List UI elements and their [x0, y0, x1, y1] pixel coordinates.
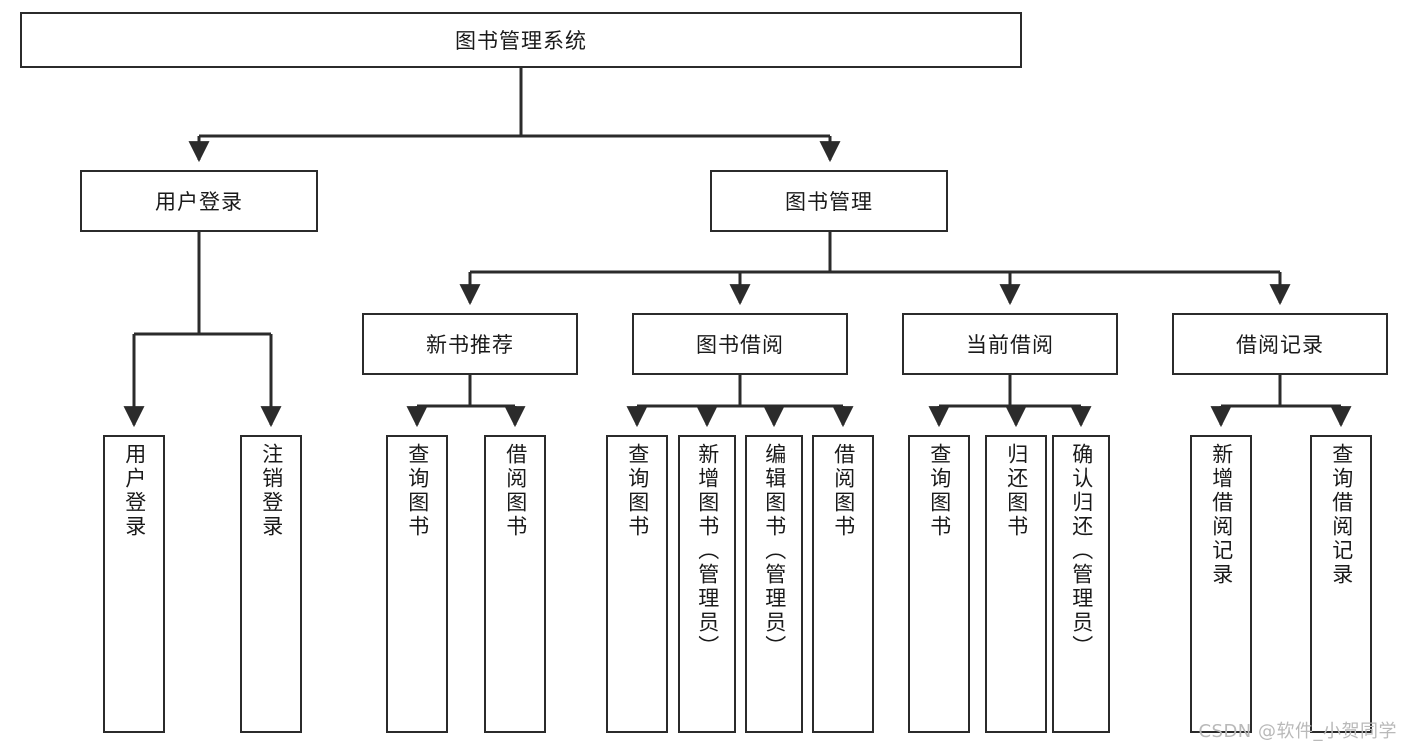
- node-book-borrow[interactable]: 图书借阅: [632, 313, 848, 375]
- node-leaf-return-book-label: 归还图书: [1004, 443, 1029, 539]
- node-current-borrow-label: 当前借阅: [966, 333, 1054, 357]
- node-borrow-record[interactable]: 借阅记录: [1172, 313, 1388, 375]
- node-leaf-add-book-label: 新增图书（管理员）: [695, 443, 720, 659]
- node-leaf-borrow-book-1[interactable]: 借阅图书: [484, 435, 546, 733]
- node-user-login-label: 用户登录: [155, 190, 243, 214]
- node-root-label: 图书管理系统: [455, 29, 587, 53]
- node-leaf-return-book[interactable]: 归还图书: [985, 435, 1047, 733]
- node-leaf-query-record-label: 查询借阅记录: [1329, 443, 1354, 587]
- node-new-book-recommend-label: 新书推荐: [426, 333, 514, 357]
- node-leaf-add-record-label: 新增借阅记录: [1209, 443, 1234, 587]
- node-leaf-query-book-1-label: 查询图书: [405, 443, 430, 539]
- node-leaf-confirm-return-label: 确认归还（管理员）: [1069, 443, 1094, 659]
- node-leaf-user-logout-label: 注销登录: [259, 443, 284, 539]
- node-book-borrow-label: 图书借阅: [696, 333, 784, 357]
- node-leaf-edit-book[interactable]: 编辑图书（管理员）: [745, 435, 803, 733]
- node-leaf-query-record[interactable]: 查询借阅记录: [1310, 435, 1372, 733]
- node-leaf-query-book-3[interactable]: 查询图书: [908, 435, 970, 733]
- node-current-borrow[interactable]: 当前借阅: [902, 313, 1118, 375]
- node-leaf-query-book-3-label: 查询图书: [927, 443, 952, 539]
- node-book-manage[interactable]: 图书管理: [710, 170, 948, 232]
- node-leaf-borrow-book-2-label: 借阅图书: [831, 443, 856, 539]
- node-leaf-user-logout[interactable]: 注销登录: [240, 435, 302, 733]
- node-leaf-query-book-1[interactable]: 查询图书: [386, 435, 448, 733]
- node-user-login[interactable]: 用户登录: [80, 170, 318, 232]
- node-leaf-edit-book-label: 编辑图书（管理员）: [762, 443, 787, 659]
- node-book-manage-label: 图书管理: [785, 190, 873, 214]
- node-leaf-query-book-2[interactable]: 查询图书: [606, 435, 668, 733]
- node-leaf-query-book-2-label: 查询图书: [625, 443, 650, 539]
- node-leaf-add-book[interactable]: 新增图书（管理员）: [678, 435, 736, 733]
- node-leaf-user-login-label: 用户登录: [122, 443, 147, 539]
- node-leaf-add-record[interactable]: 新增借阅记录: [1190, 435, 1252, 733]
- node-leaf-borrow-book-1-label: 借阅图书: [503, 443, 528, 539]
- node-root[interactable]: 图书管理系统: [20, 12, 1022, 68]
- node-leaf-confirm-return[interactable]: 确认归还（管理员）: [1052, 435, 1110, 733]
- node-leaf-borrow-book-2[interactable]: 借阅图书: [812, 435, 874, 733]
- node-leaf-user-login[interactable]: 用户登录: [103, 435, 165, 733]
- node-borrow-record-label: 借阅记录: [1236, 333, 1324, 357]
- node-new-book-recommend[interactable]: 新书推荐: [362, 313, 578, 375]
